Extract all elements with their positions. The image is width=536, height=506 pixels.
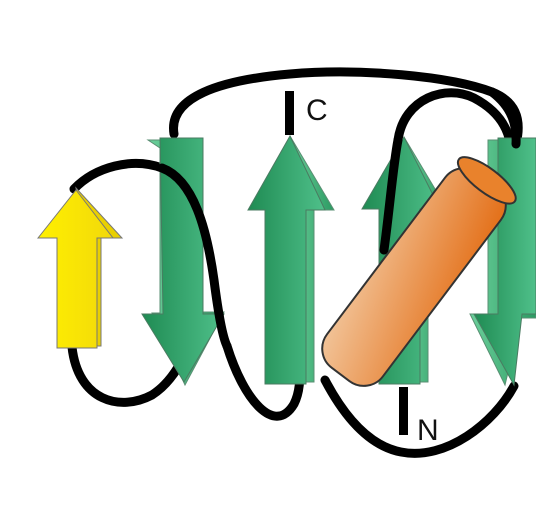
c-terminus: C	[285, 91, 328, 135]
n-terminus: N	[399, 387, 439, 447]
c-terminus-marker	[285, 91, 294, 135]
left-top-loop	[74, 164, 162, 189]
yellow-strand-face	[38, 190, 113, 348]
top-loop-left	[174, 72, 519, 144]
c-terminus-label: C	[306, 94, 328, 127]
n-terminus-marker	[399, 387, 408, 435]
green-beta-strand-2	[248, 136, 334, 384]
n-terminus-label: N	[417, 414, 439, 447]
yellow-beta-strand	[38, 188, 122, 348]
